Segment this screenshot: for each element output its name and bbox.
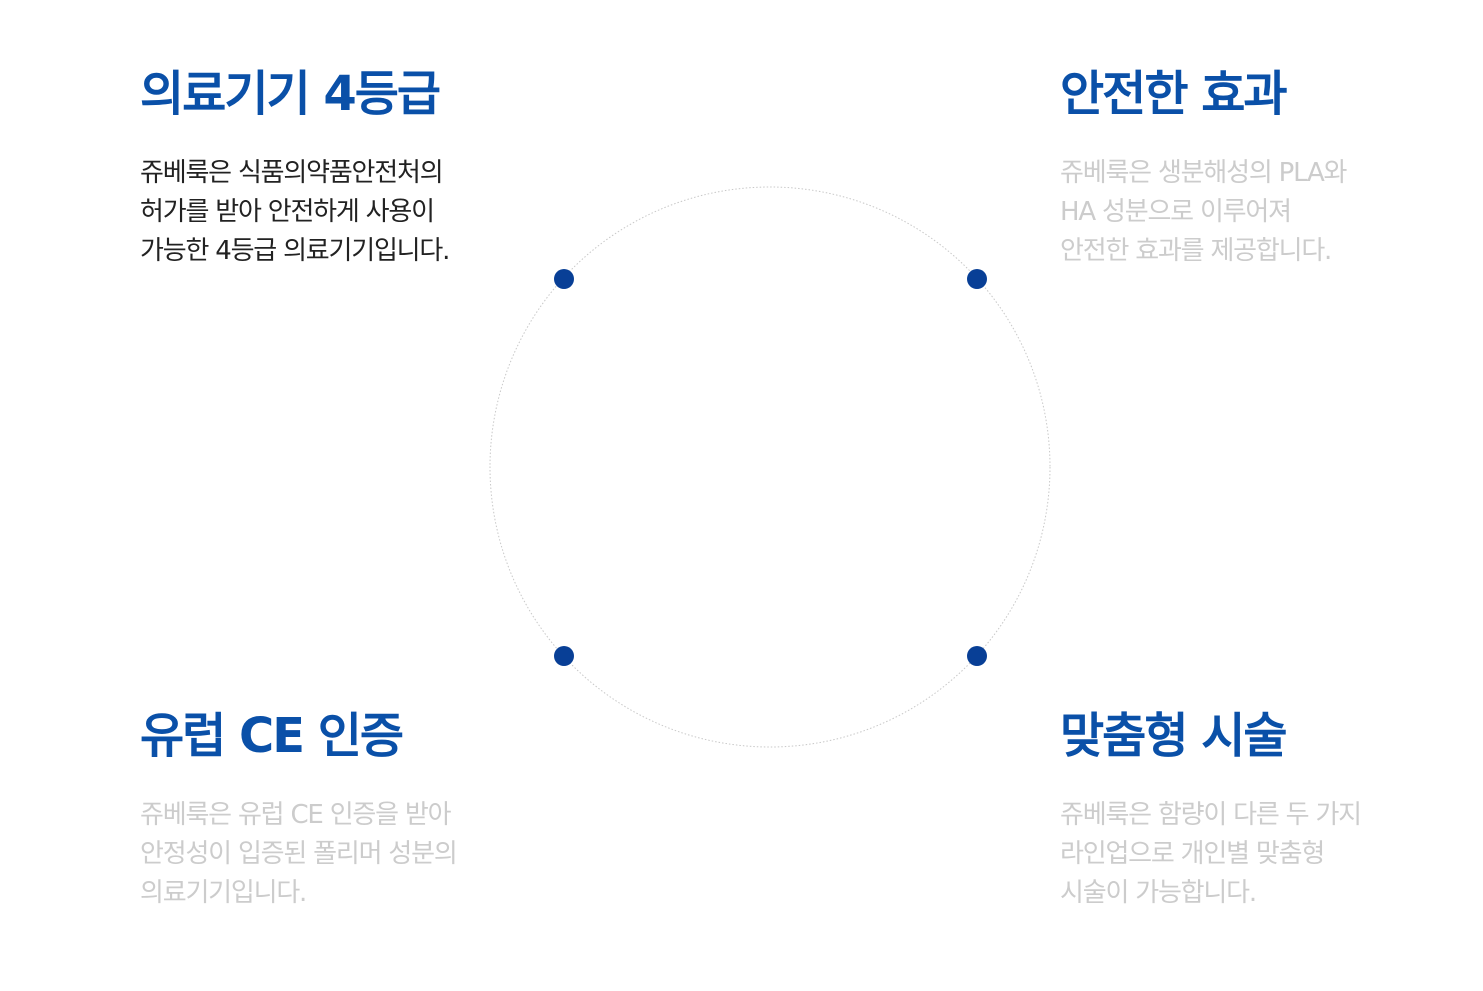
feature-safe-effect[interactable]: 안전한 효과 쥬베룩은 생분해성의 PLA와 HA 성분으로 이루어져 안전한 … [1060, 62, 1420, 271]
ring-dot-top-right[interactable] [967, 269, 987, 289]
feature-description-line: 쥬베룩은 식품의약품안전처의 [140, 158, 444, 188]
feature-title: 맞춤형 시술 [1060, 708, 1288, 764]
feature-description-line: 안정성이 입증된 폴리머 성분의 [140, 839, 458, 869]
feature-description: 쥬베룩은 함량이 다른 두 가지 라인업으로 개인별 맞춤형 시술이 가능합니다… [1060, 796, 1420, 913]
feature-description-line: 쥬베룩은 생분해성의 PLA와 [1060, 158, 1347, 188]
feature-description-line: 라인업으로 개인별 맞춤형 [1060, 839, 1325, 869]
feature-description-line: 가능한 4등급 의료기기입니다. [140, 236, 450, 266]
feature-title: 유럽 CE 인증 [140, 708, 404, 764]
feature-medical-device-grade[interactable]: 의료기기 4등급 쥬베룩은 식품의약품안전처의 허가를 받아 안전하게 사용이 … [140, 62, 500, 271]
ring-circle [489, 186, 1051, 748]
feature-eu-ce-certification[interactable]: 유럽 CE 인증 쥬베룩은 유럽 CE 인증을 받아 안정성이 입증된 폴리머 … [140, 704, 500, 913]
ring-dot-bottom-left[interactable] [554, 646, 574, 666]
ring-dot-bottom-right[interactable] [967, 646, 987, 666]
feature-description-line: HA 성분으로 이루어져 [1060, 197, 1292, 227]
feature-description-line: 안전한 효과를 제공합니다. [1060, 236, 1332, 266]
ring-dot-top-left[interactable] [554, 269, 574, 289]
feature-title: 안전한 효과 [1060, 66, 1288, 122]
feature-description-line: 쥬베룩은 함량이 다른 두 가지 [1060, 800, 1362, 830]
feature-description-line: 허가를 받아 안전하게 사용이 [140, 197, 435, 227]
feature-description: 쥬베룩은 유럽 CE 인증을 받아 안정성이 입증된 폴리머 성분의 의료기기입… [140, 796, 500, 913]
feature-description-line: 의료기기입니다. [140, 878, 307, 908]
feature-description: 쥬베룩은 식품의약품안전처의 허가를 받아 안전하게 사용이 가능한 4등급 의… [140, 154, 500, 271]
feature-description-line: 시술이 가능합니다. [1060, 878, 1257, 908]
feature-description: 쥬베룩은 생분해성의 PLA와 HA 성분으로 이루어져 안전한 효과를 제공합… [1060, 154, 1420, 271]
feature-description-line: 쥬베룩은 유럽 CE 인증을 받아 [140, 800, 452, 830]
feature-custom-procedure[interactable]: 맞춤형 시술 쥬베룩은 함량이 다른 두 가지 라인업으로 개인별 맞춤형 시술… [1060, 704, 1420, 913]
feature-title: 의료기기 4등급 [140, 66, 441, 122]
